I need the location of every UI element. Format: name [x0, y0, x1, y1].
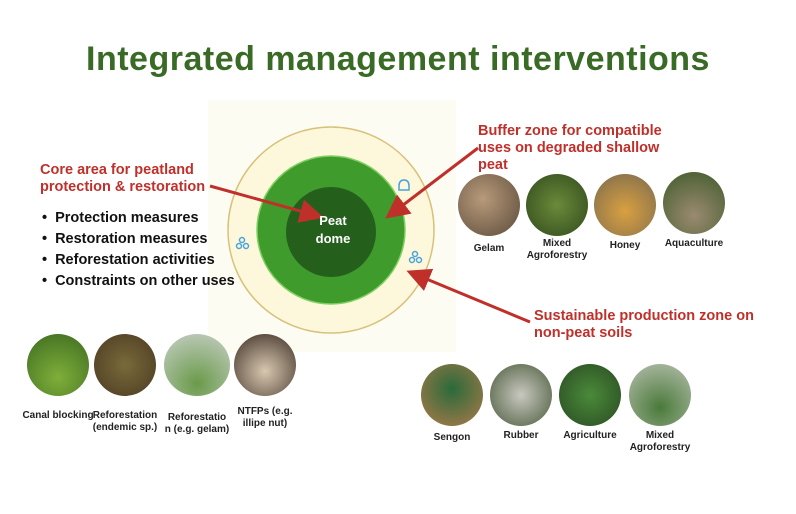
- caption: Sengon: [433, 432, 471, 443]
- photo-aquaculture: [663, 172, 725, 234]
- bullet: Reforestation activities: [42, 250, 235, 271]
- peat-dome-label: Peat dome: [315, 213, 351, 246]
- caption: Mixed Agroforestry: [526, 238, 588, 261]
- caption: Honey: [609, 240, 641, 251]
- photo-reforestation-gelam: [164, 334, 230, 396]
- production-arrow: [406, 268, 531, 324]
- production-heading: Sustainable production zone on non-peat …: [534, 308, 754, 341]
- core-arrow: [209, 184, 324, 223]
- photo-ntfps: [234, 334, 296, 396]
- photo-gelam: [458, 174, 520, 236]
- caption: Gelam: [473, 243, 505, 254]
- caption: Reforestation (endemic sp.): [92, 410, 158, 433]
- photo-sengon: [421, 364, 483, 426]
- buffer-heading: Buffer zone for compatible uses on degra…: [478, 123, 662, 173]
- caption: Reforestatio n (e.g. gelam): [164, 412, 230, 435]
- water-icon: [235, 179, 423, 264]
- core-heading: Core area for peatland protection & rest…: [40, 162, 206, 195]
- photo-mixed-agroforestry-2: [629, 364, 691, 426]
- caption: Rubber: [503, 430, 539, 441]
- bullet: Protection measures: [42, 208, 235, 229]
- photo-mixed-agroforestry: [526, 174, 588, 236]
- core-bullets: Protection measures Restoration measures…: [42, 208, 235, 292]
- photo-reforestation-endemic: [94, 334, 156, 396]
- bullet: Restoration measures: [42, 229, 235, 250]
- caption: NTFPs (e.g. illipe nut): [237, 406, 293, 429]
- caption: Aquaculture: [664, 238, 724, 249]
- photo-rubber: [490, 364, 552, 426]
- caption: Canal blocking: [22, 410, 94, 421]
- photo-agriculture: [559, 364, 621, 426]
- buffer-arrow: [385, 146, 479, 219]
- caption: Agriculture: [563, 430, 617, 441]
- caption: Mixed Agroforestry: [629, 430, 691, 453]
- photo-canal-blocking: [27, 334, 89, 396]
- photo-honey: [594, 174, 656, 236]
- page-title: Integrated management interventions: [86, 40, 710, 78]
- bullet: Constraints on other uses: [42, 271, 235, 292]
